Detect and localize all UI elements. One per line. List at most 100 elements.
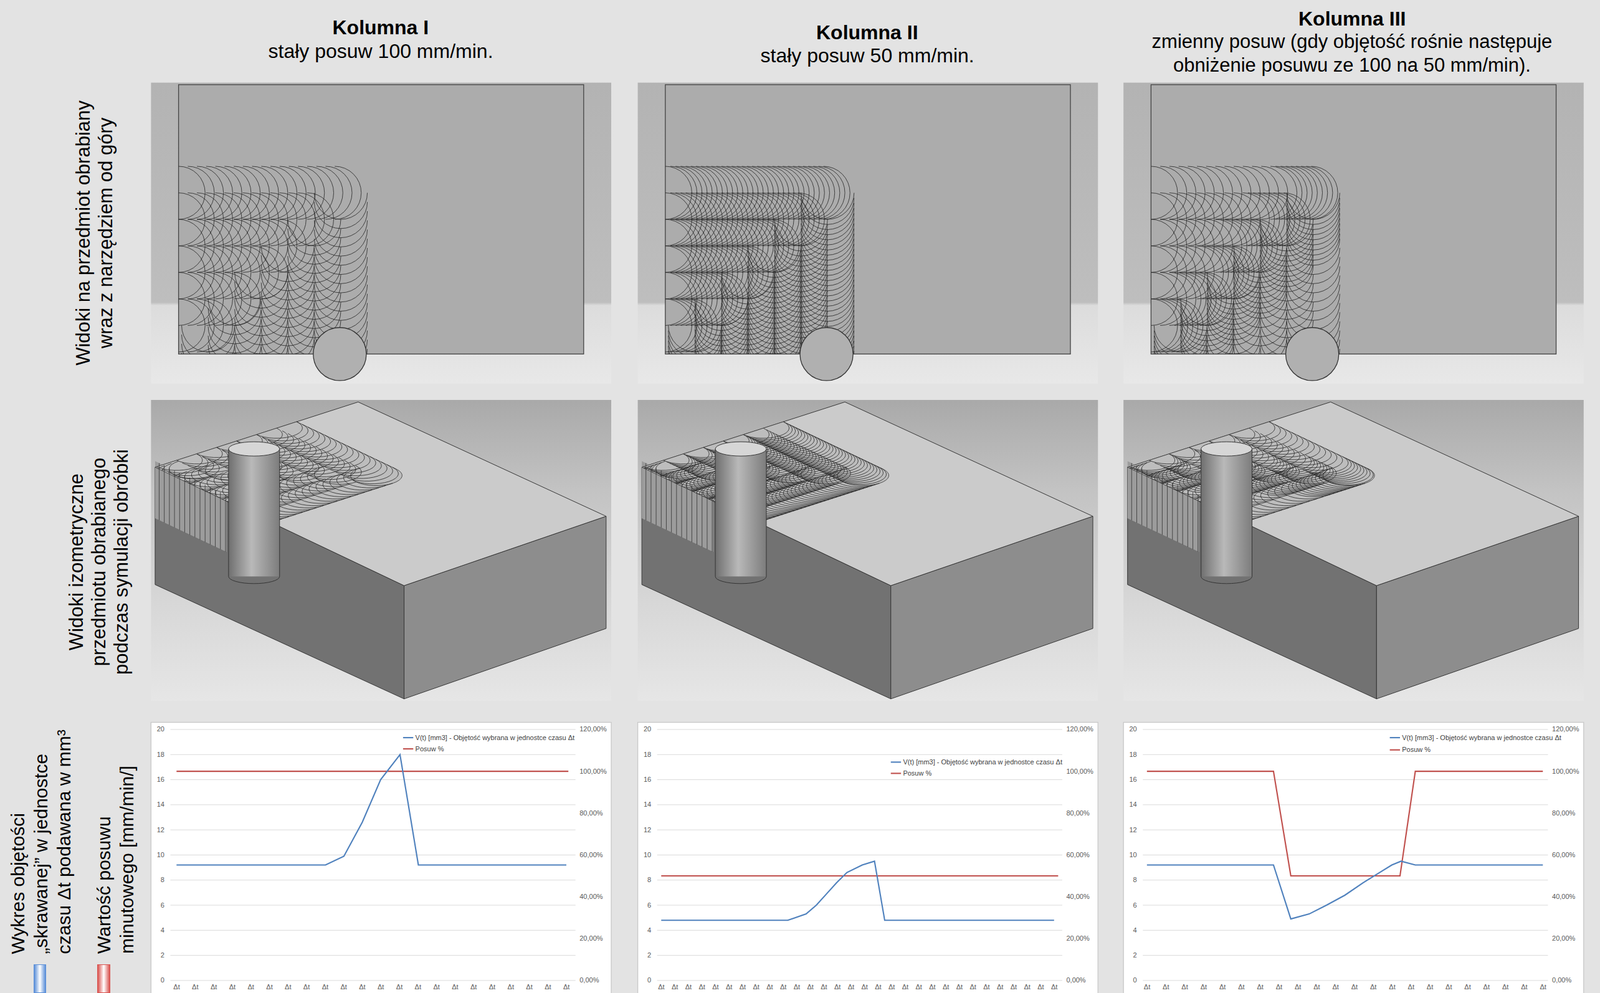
axis-tick: 12 (1128, 826, 1137, 835)
grid-line (657, 754, 1063, 756)
volume-line (661, 861, 1055, 921)
grid-line (1142, 955, 1548, 956)
legend-text: Posuw % (415, 745, 445, 754)
tool-marks-iso (641, 421, 900, 529)
wall-mark (1146, 470, 1148, 528)
time-step-label: Δt (1502, 983, 1509, 992)
axis-tick: 20,00% (1552, 934, 1576, 943)
wall-mark (701, 489, 703, 548)
legend-swatch (33, 964, 47, 993)
axis-tick: 14 (1128, 800, 1137, 809)
time-step-label: Δt (996, 983, 1004, 992)
axis-tick: 6 (647, 901, 652, 910)
time-step-label: Δt (657, 983, 665, 992)
time-step-label: Δt (1294, 983, 1301, 992)
time-step-label: Δt (874, 983, 881, 992)
time-step-label: Δt (793, 983, 800, 992)
time-step-label: Δt (1010, 983, 1017, 992)
feed-line (176, 770, 569, 772)
axis-tick: 6 (1132, 901, 1137, 910)
tool-edge (279, 449, 280, 577)
time-step-label: Δt (1276, 983, 1283, 992)
grid-line (170, 980, 576, 981)
time-step-label: Δt (210, 983, 217, 992)
column-art (638, 82, 1099, 993)
axis-tick: 20 (157, 725, 165, 734)
time-step-label: Δt (725, 983, 733, 992)
time-step-label: Δt (377, 983, 384, 992)
time-step-label: Δt (191, 983, 199, 992)
tool-marks-iso (155, 421, 413, 529)
axis-tick: 100,00% (1552, 767, 1579, 776)
wall-mark (671, 475, 672, 533)
time-step-label: Δt (284, 983, 291, 992)
wall-mark (184, 475, 186, 533)
grid-line (1142, 829, 1548, 831)
column-heading: Kolumna III (1298, 7, 1406, 31)
tool-edge (765, 449, 767, 577)
axis-tick: 12 (157, 826, 165, 835)
wall-mark (706, 492, 708, 550)
grid-line (1142, 804, 1548, 805)
wall-mark (200, 482, 201, 541)
time-step-label: Δt (739, 983, 746, 992)
grid-line (657, 804, 1063, 805)
grid-line (170, 879, 576, 881)
axis-tick: 120,00% (579, 725, 607, 734)
axis-tick: 16 (157, 775, 165, 784)
time-step-label: Δt (956, 983, 963, 992)
time-step-label: Δt (1370, 983, 1377, 992)
time-step-label: Δt (1388, 983, 1396, 992)
time-step-label: Δt (1181, 983, 1188, 992)
time-step-label: Δt (1332, 983, 1339, 992)
time-step-label: Δt (489, 983, 496, 992)
pocket-floor (1127, 421, 1386, 523)
wall-mark (691, 484, 693, 543)
tool-top (228, 441, 280, 457)
grid-line (657, 955, 1063, 956)
time-step-label: Δt (888, 983, 895, 992)
grid-line (170, 955, 576, 956)
axis-tick: 0,00% (1552, 976, 1572, 985)
column-art (1123, 82, 1584, 993)
axis-tick: 18 (643, 750, 652, 759)
axis-tick: 8 (160, 876, 165, 885)
wall-mark (666, 472, 667, 531)
wall-mark (1166, 480, 1168, 538)
feed-line (661, 875, 1058, 877)
grid-line (1142, 754, 1548, 756)
tool-bottom (1201, 576, 1253, 584)
axis-tick: 80,00% (579, 809, 603, 818)
grid-line (1142, 779, 1548, 781)
tool-body (715, 449, 767, 577)
time-step-label: Δt (396, 983, 403, 992)
time-step-label: Δt (1219, 983, 1226, 992)
wall-mark (179, 472, 181, 531)
time-step-label: Δt (970, 983, 977, 992)
axis-tick: 8 (1132, 876, 1137, 885)
tool-marks (178, 166, 368, 354)
time-step-label: Δt (902, 983, 909, 992)
time-step-label: Δt (322, 983, 329, 992)
column-dynamic (621, 166, 1063, 981)
axis-tick: 2 (1132, 951, 1137, 960)
time-step-label: Δt (303, 983, 310, 992)
axis-tick: 60,00% (1066, 851, 1090, 860)
grid-line (1142, 728, 1548, 730)
time-step-label: Δt (414, 983, 422, 992)
tool-edge (715, 449, 716, 577)
time-step-label: Δt (1143, 983, 1151, 992)
axis-tick: 2 (647, 951, 652, 960)
wall-mark (1131, 462, 1133, 521)
tool-marks (1150, 166, 1340, 354)
time-step-label: Δt (1023, 983, 1030, 992)
time-step-label: Δt (1200, 983, 1207, 992)
wall-mark (1157, 475, 1158, 533)
axis-tick: 10 (1128, 851, 1137, 860)
grid-line (170, 779, 576, 781)
wall-mark (650, 465, 652, 523)
tool-edge (1200, 449, 1202, 577)
tool-bottom (228, 576, 280, 584)
legend-text: Wykres objętości „skrawanej” w jednostce… (6, 723, 76, 954)
tool-body (228, 449, 280, 577)
